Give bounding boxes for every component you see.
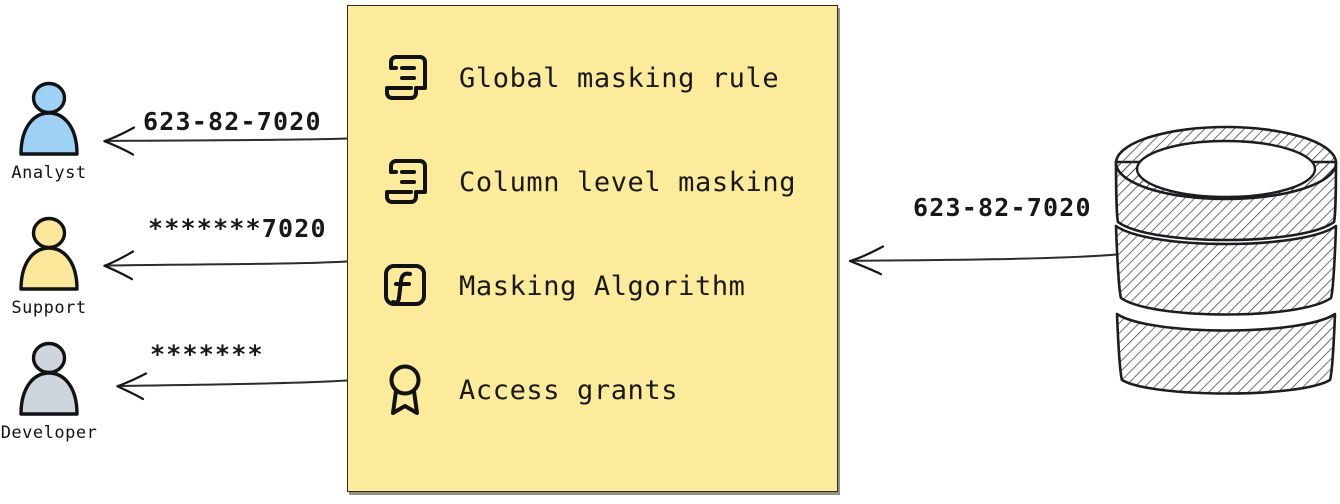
actor-label: Developer <box>0 423 98 443</box>
flow-label-developer: ******* <box>150 340 264 369</box>
arrow-database-to-panel <box>848 245 1118 276</box>
policy-row-column-level-masking[interactable]: Column level masking <box>381 154 837 210</box>
award-ribbon-icon <box>381 364 429 416</box>
arrow-panel-to-support <box>103 250 348 281</box>
policy-row-label: Column level masking <box>459 166 797 198</box>
actor-developer[interactable]: Developer <box>0 340 104 443</box>
user-icon <box>19 81 79 156</box>
flow-label-database: 623-82-7020 <box>913 193 1092 222</box>
policy-row-access-grants[interactable]: Access grants <box>381 362 837 418</box>
arrow-panel-to-analyst <box>103 126 348 156</box>
policy-row-global-masking-rule[interactable]: Global masking rule <box>381 50 837 106</box>
policy-row-label: Global masking rule <box>459 62 780 94</box>
actor-label: Support <box>11 298 87 318</box>
actor-analyst[interactable]: Analyst <box>0 80 104 183</box>
policy-row-label: Masking Algorithm <box>459 270 746 302</box>
scroll-icon <box>381 156 429 208</box>
flow-label-analyst: 623-82-7020 <box>143 107 322 136</box>
database-cylinder-icon <box>1114 125 1338 395</box>
flow-label-support: *******7020 <box>148 214 327 243</box>
function-box-icon <box>381 260 429 312</box>
policy-row-masking-algorithm[interactable]: Masking Algorithm <box>381 258 837 314</box>
arrow-panel-to-developer <box>116 372 348 401</box>
policy-panel: Global masking rule Column level masking <box>347 5 838 492</box>
user-icon <box>19 341 79 416</box>
policy-row-label: Access grants <box>459 374 679 406</box>
scroll-icon <box>381 52 429 104</box>
actor-support[interactable]: Support <box>0 215 104 318</box>
actor-label: Analyst <box>11 163 87 183</box>
user-icon <box>19 216 79 291</box>
